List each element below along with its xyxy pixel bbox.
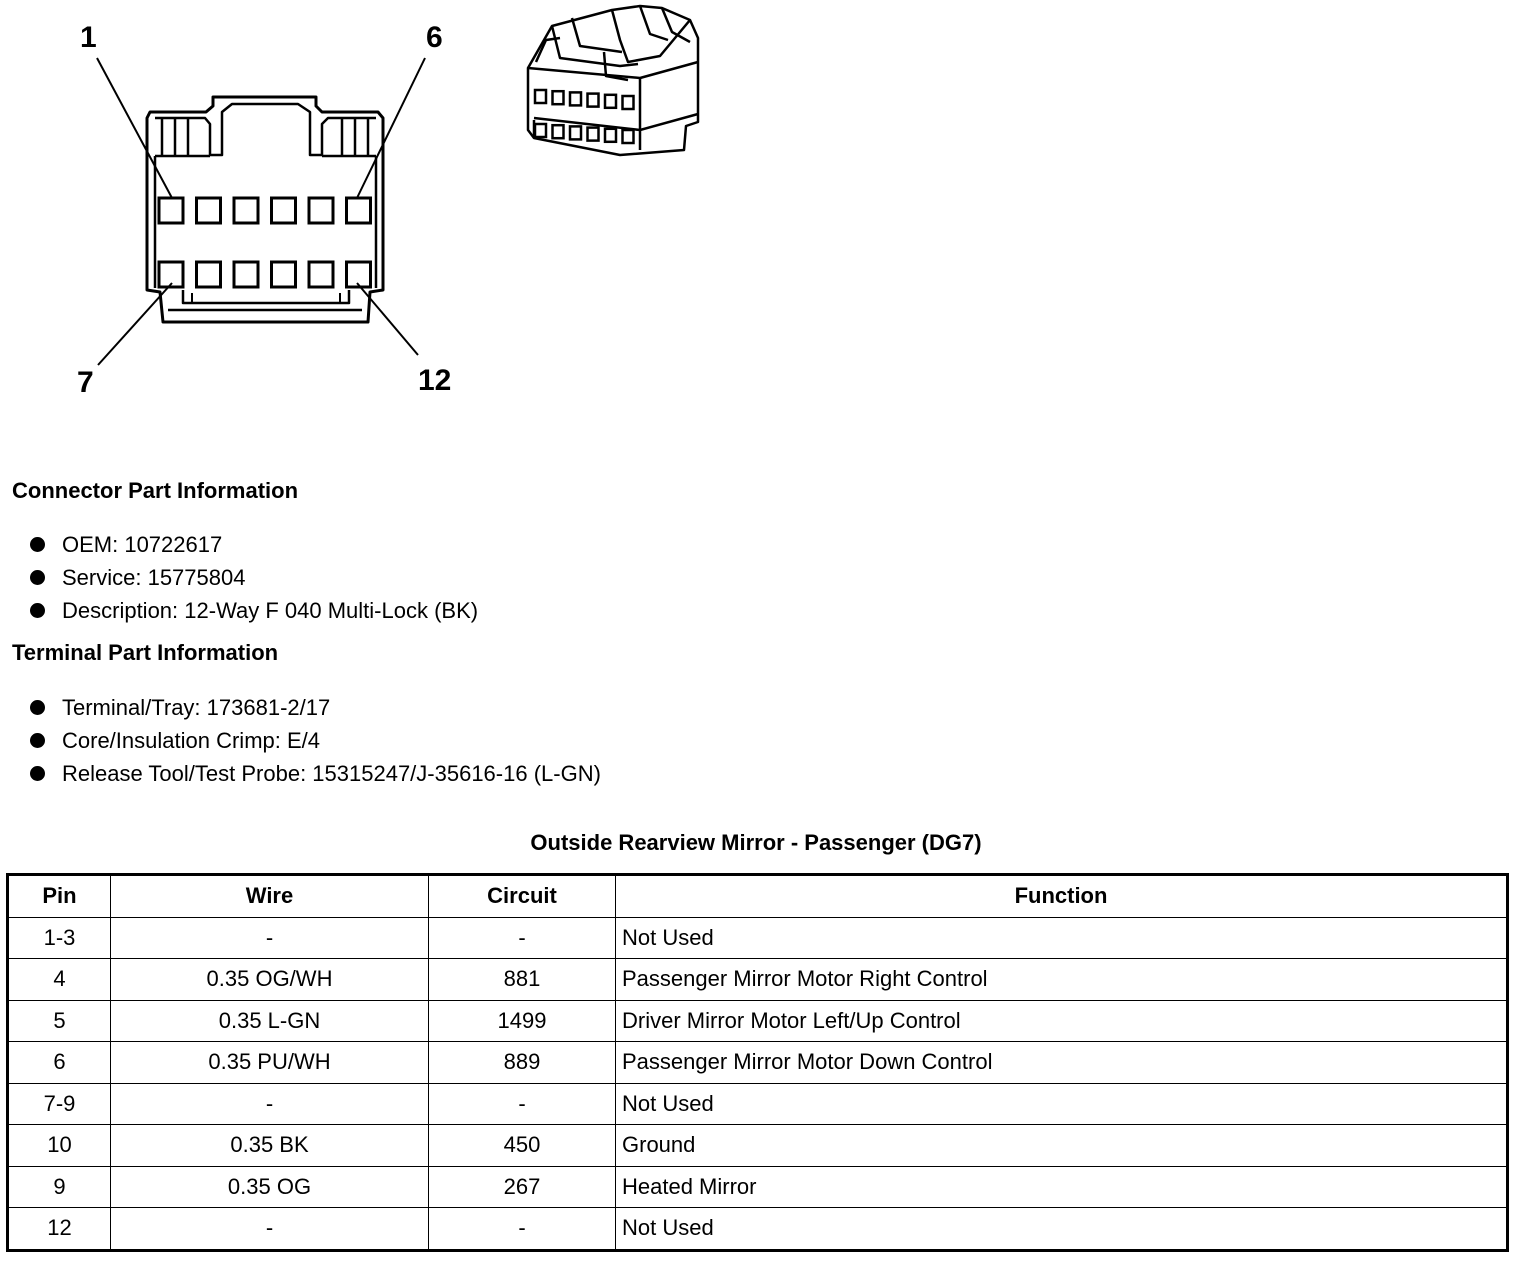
cavity-11	[307, 260, 335, 289]
cavity-1	[157, 196, 185, 225]
connector-part-heading: Connector Part Information	[12, 478, 299, 503]
function-cell: Heated Mirror	[615, 1165, 1508, 1208]
pin-cell: 6	[7, 1041, 111, 1084]
iso-cavity-2	[551, 89, 565, 106]
pin-cell: 5	[7, 999, 111, 1042]
function-cell: Passenger Mirror Motor Down Control	[615, 1041, 1508, 1084]
cavity-9	[232, 260, 260, 289]
circuit-cell: -	[428, 1082, 616, 1125]
wire-cell: 0.35 BK	[110, 1124, 429, 1167]
iso-cavity-10	[586, 126, 600, 142]
table-row: 7-9--Not Used	[7, 1082, 1508, 1125]
cavity-4	[270, 196, 297, 225]
iso-cavity-4	[586, 92, 600, 108]
pin-label-6: 6	[426, 21, 443, 54]
wire-cell: 0.35 L-GN	[110, 999, 429, 1042]
pin-cell: 12	[7, 1207, 111, 1251]
isometric-cavities	[533, 88, 635, 145]
wire-cell: 0.35 PU/WH	[110, 1041, 429, 1084]
pin-label-7: 7	[77, 366, 94, 399]
wire-cell: 0.35 OG/WH	[110, 958, 429, 1001]
function-cell: Not Used	[615, 1082, 1508, 1125]
iso-cavity-8	[551, 123, 565, 140]
wire-cell: -	[110, 1082, 429, 1125]
bullet-icon	[30, 570, 45, 585]
connector-diagram: 1 6 7 12	[77, 4, 700, 399]
circuit-cell: 889	[428, 1041, 616, 1084]
connector-cavities	[157, 196, 372, 289]
pin-cell: 9	[7, 1165, 111, 1208]
column-header-circuit: Circuit	[428, 874, 616, 918]
table-row: 12--Not Used	[7, 1207, 1508, 1251]
column-header-wire: Wire	[110, 874, 429, 918]
cavity-5	[307, 196, 335, 225]
iso-cavity-1	[533, 88, 548, 105]
cavity-2	[195, 196, 222, 225]
function-cell: Passenger Mirror Motor Right Control	[615, 958, 1508, 1001]
function-cell: Not Used	[615, 916, 1508, 959]
iso-cavity-7	[533, 122, 548, 139]
bullet-icon	[30, 700, 45, 715]
bullet-icon	[30, 733, 45, 748]
table-row: 1-3--Not Used	[7, 916, 1508, 959]
cavity-3	[232, 196, 260, 225]
iso-cavity-5	[603, 93, 618, 110]
bullet-icon	[30, 603, 45, 618]
bullet-icon	[30, 766, 45, 781]
pin-label-12: 12	[418, 364, 451, 397]
circuit-cell: -	[428, 1207, 616, 1251]
list-item: Release Tool/Test Probe: 15315247/J-3561…	[30, 757, 601, 790]
list-item: Core/Insulation Crimp: E/4	[30, 724, 601, 757]
wire-cell: 0.35 OG	[110, 1165, 429, 1208]
iso-cavity-12	[621, 128, 635, 145]
circuit-cell: 1499	[428, 999, 616, 1042]
function-cell: Ground	[615, 1124, 1508, 1167]
circuit-cell: 450	[428, 1124, 616, 1167]
pin-leader-lines	[96, 57, 426, 366]
cavity-10	[270, 260, 297, 289]
function-cell: Not Used	[615, 1207, 1508, 1251]
pin-cell: 7-9	[7, 1082, 111, 1125]
connector-part-list: OEM: 10722617 Service: 15775804 Descript…	[30, 528, 478, 627]
iso-cavity-9	[568, 125, 583, 141]
list-item: Terminal/Tray: 173681-2/17	[30, 691, 601, 724]
pin-table-title: Outside Rearview Mirror - Passenger (DG7…	[530, 830, 982, 855]
iso-cavity-3	[568, 91, 583, 107]
column-header-pin: Pin	[7, 874, 111, 918]
function-cell: Driver Mirror Motor Left/Up Control	[615, 999, 1508, 1042]
circuit-cell: 881	[428, 958, 616, 1001]
connector-isometric-view	[526, 4, 700, 157]
column-header-function: Function	[615, 874, 1508, 918]
cavity-6	[345, 196, 372, 225]
list-item: OEM: 10722617	[30, 528, 478, 561]
terminal-part-heading: Terminal Part Information	[12, 640, 279, 665]
cavity-12	[345, 260, 372, 289]
list-item: Description: 12-Way F 040 Multi-Lock (BK…	[30, 594, 478, 627]
pin-cell: 4	[7, 958, 111, 1001]
pin-label-1: 1	[80, 21, 97, 54]
pin-table: Pin Wire Circuit Function 1-3--Not Used …	[6, 873, 1509, 1252]
connector-face-view	[145, 95, 385, 324]
bullet-icon	[30, 537, 45, 552]
circuit-cell: -	[428, 916, 616, 959]
wire-cell: -	[110, 1207, 429, 1251]
circuit-cell: 267	[428, 1165, 616, 1208]
pin-cell: 10	[7, 1124, 111, 1167]
iso-cavity-11	[603, 127, 618, 144]
pin-cell: 1-3	[7, 916, 111, 959]
cavity-8	[195, 260, 222, 289]
wire-cell: -	[110, 916, 429, 959]
table-header-row: Pin Wire Circuit Function	[7, 874, 1508, 918]
terminal-part-list: Terminal/Tray: 173681-2/17 Core/Insulati…	[30, 691, 601, 790]
iso-cavity-6	[621, 94, 635, 111]
list-item: Service: 15775804	[30, 561, 478, 594]
